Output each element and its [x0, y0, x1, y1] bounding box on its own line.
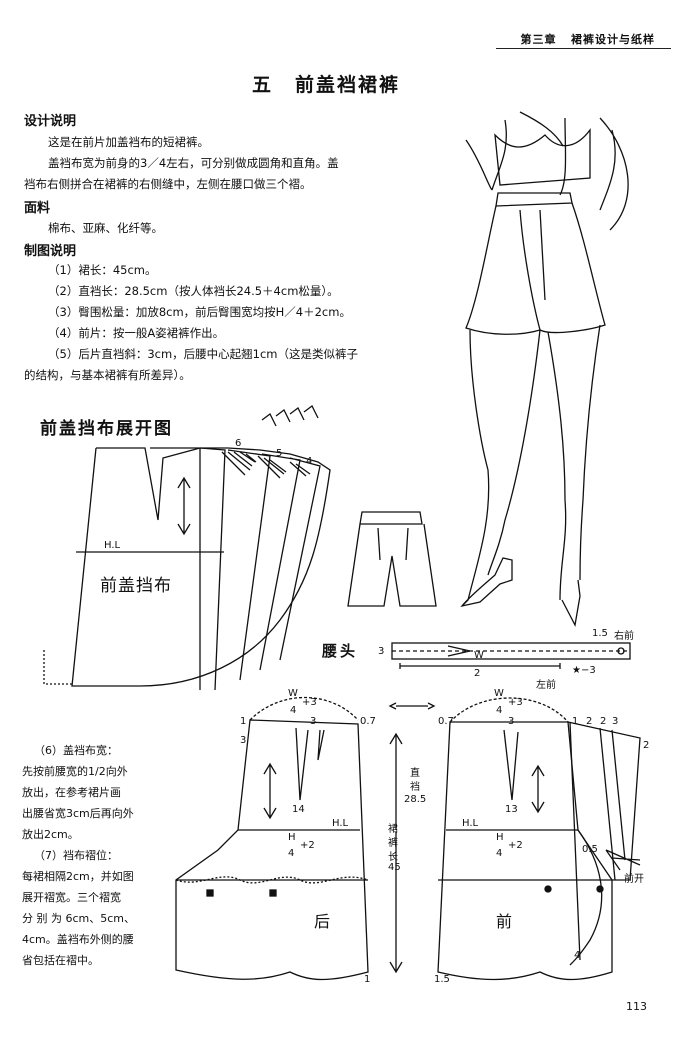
drafting-item: （4）前片：按一般A姿裙裤作出。 — [48, 326, 225, 340]
front-05-label: 0.5 — [582, 844, 598, 855]
back-3-label: 3 — [240, 735, 247, 746]
title-number: 五 — [252, 74, 274, 96]
front-h-top: H — [496, 832, 504, 843]
back-front-panels — [175, 696, 641, 981]
page-number: 113 — [626, 1000, 647, 1013]
chapter-label: 第三章 — [520, 33, 557, 46]
header-rule — [496, 48, 671, 49]
ku-label: 裤 — [388, 838, 398, 849]
wb-15-label: 1.5 — [592, 628, 608, 639]
front-w-bot: 4 — [496, 705, 503, 716]
v45-label: 45 — [388, 862, 401, 873]
side-notes: （6）盖裆布宽： 先按前腰宽的1/2向外 放出，在参考裙片画 出腰省宽3cm后再… — [22, 740, 162, 971]
back-w-bot: 4 — [290, 705, 297, 716]
front-h-bot: 4 — [496, 848, 503, 859]
dang-label: 裆 — [410, 782, 420, 793]
note-line: 4cm。盖裆布外侧的腰 — [22, 933, 134, 946]
drafting-item: （1）裙长：45cm。 — [48, 263, 157, 277]
back-1-label: 1 — [240, 716, 247, 727]
wb-2-label: 2 — [474, 668, 481, 679]
back-label: 后 — [314, 912, 331, 931]
front-h-plus: +2 — [508, 840, 523, 851]
front-1-label: 1 — [572, 716, 579, 727]
front-2b-label: 2 — [600, 716, 607, 727]
shorts-sketch — [347, 511, 437, 607]
back-bottom-1-label: 1 — [364, 974, 371, 985]
wb-w-label: W — [474, 650, 484, 661]
front-3b-label: 3 — [612, 716, 619, 727]
back-3b-label: 3 — [310, 716, 317, 727]
front-hl-label: H.L — [462, 818, 479, 829]
back-07-label: 0.7 — [360, 716, 376, 727]
front-label: 前 — [496, 912, 513, 931]
drafting-item: （5）后片直裆斜：3cm，后腰中心起翘1cm（这是类似裤子 — [48, 347, 358, 361]
back-w-plus: +3 — [302, 697, 317, 708]
chapter-header: 第三章 裙裤设计与纸样 — [521, 31, 656, 47]
note-line: （7）裆布褶位： — [34, 849, 118, 862]
wb-3-label: 3 — [378, 646, 385, 657]
back-h-bot: 4 — [288, 848, 295, 859]
design-line: 盖裆布宽为前身的3／4左右，可分别做成圆角和直角。盖 — [48, 156, 339, 170]
design-heading: 设计说明 — [24, 114, 77, 129]
front-w-plus: +3 — [508, 697, 523, 708]
fold-6-label: 6 — [235, 438, 242, 449]
fashion-figure-illustration — [460, 111, 629, 628]
page-title: 五前盖裆裙裤 — [252, 70, 400, 97]
fold-4-label: 4 — [306, 456, 313, 467]
front-2c-label: 2 — [643, 740, 650, 751]
front-3-label: 3 — [508, 716, 515, 727]
front-4-label: 4 — [574, 950, 581, 961]
design-text: 这是在前片加盖裆布的短裙裤。 盖裆布宽为前身的3／4左右，可分别做成圆角和直角。… — [24, 132, 464, 195]
note-line: 每裙相隔2cm，并如图 — [22, 870, 134, 883]
chang-label: 长 — [388, 852, 398, 863]
design-line: 裆布右侧拼合在裙裤的右侧缝中，左侧在腰口做三个褶。 — [24, 177, 312, 191]
back-h-plus: +2 — [300, 840, 315, 851]
v285-label: 28.5 — [404, 794, 427, 805]
front-07-label: 0.7 — [438, 716, 454, 727]
note-line: 放出，在参考裙片画 — [22, 786, 121, 799]
note-line: 分 别 为 6cm、5cm、 — [22, 912, 136, 925]
wb-right-label: 右前 — [614, 631, 634, 642]
zhi-label: 直 — [410, 768, 420, 779]
drafting-heading: 制图说明 — [24, 244, 77, 259]
qun-label: 裙 — [388, 824, 398, 835]
diagram-title: 前盖挡布展开图 — [40, 419, 173, 439]
fold-5-label: 5 — [276, 448, 283, 459]
section-label: 裙裤设计与纸样 — [571, 33, 655, 46]
wb-left-label: 左前 — [536, 680, 556, 691]
fabric-text: 棉布、亚麻、化纤等。 — [48, 221, 163, 235]
back-w-top: W — [288, 688, 298, 699]
drafting-item: （2）直裆长：28.5cm（按人体裆长24.5＋4cm松量）。 — [48, 284, 339, 298]
note-line: 展开褶宽。三个褶宽 — [22, 891, 121, 904]
note-line: （6）盖裆布宽： — [34, 744, 118, 757]
front-13-label: 13 — [505, 804, 518, 815]
drafting-item: （3）臀围松量：加放8cm，前后臀围宽均按H／4＋2cm。 — [48, 305, 351, 319]
flap-hl-label: H.L — [104, 540, 121, 551]
note-line: 省包括在褶中。 — [22, 954, 99, 967]
design-line: 这是在前片加盖裆布的短裙裤。 — [48, 135, 209, 149]
note-line: 出腰省宽3cm后再向外 — [22, 807, 134, 820]
waistband-drawing — [391, 642, 631, 669]
front-w-top: W — [494, 688, 504, 699]
back-14-label: 14 — [292, 804, 305, 815]
back-hl-label: H.L — [332, 818, 349, 829]
wb-star-label: ★−3 — [572, 665, 596, 676]
title-text: 前盖裆裙裤 — [295, 74, 401, 96]
drafting-item: 的结构，与基本裙裤有所差异）。 — [24, 368, 191, 382]
fabric-heading: 面料 — [24, 201, 51, 216]
front-open-label: 前开 — [624, 874, 644, 885]
drafting-list: （1）裙长：45cm。 （2）直裆长：28.5cm（按人体裆长24.5＋4cm松… — [24, 260, 474, 386]
back-h-top: H — [288, 832, 296, 843]
front-2-label: 2 — [586, 716, 593, 727]
flap-expanded-drawing — [43, 405, 331, 691]
note-line: 放出2cm。 — [22, 828, 79, 841]
waistband-label: 腰头 — [322, 642, 359, 660]
note-line: 先按前腰宽的1/2向外 — [22, 765, 128, 778]
flap-panel-label: 前盖挡布 — [100, 576, 172, 596]
front-bottom-15-label: 1.5 — [434, 974, 450, 985]
